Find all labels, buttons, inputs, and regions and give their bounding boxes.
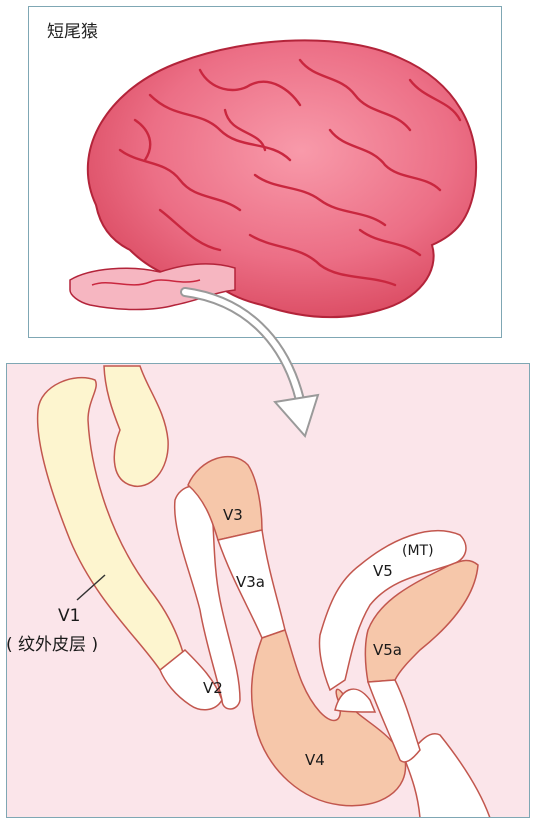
panel-title: 短尾猿 bbox=[47, 22, 98, 42]
v1-pointer bbox=[76, 574, 106, 601]
label-v1: V1 bbox=[58, 606, 80, 626]
v4-white bbox=[334, 688, 377, 713]
v5a-white bbox=[366, 679, 421, 763]
label-v4: V4 bbox=[305, 751, 325, 769]
brain-sulci bbox=[118, 58, 462, 287]
label-v5: V5 bbox=[373, 562, 393, 580]
down-arrow-icon bbox=[180, 287, 320, 438]
label-v2: V2 bbox=[203, 679, 223, 697]
v3-region bbox=[187, 455, 263, 541]
v2-region bbox=[159, 648, 223, 711]
cortex-section bbox=[36, 365, 491, 817]
label-v5-note: (MT) bbox=[402, 543, 434, 559]
label-v3a: V3a bbox=[236, 573, 265, 591]
tail-white bbox=[404, 733, 491, 817]
label-v5a: V5a bbox=[373, 641, 402, 659]
brain-illustration bbox=[69, 39, 477, 319]
v1-fold bbox=[103, 365, 169, 488]
label-v3: V3 bbox=[223, 506, 243, 524]
label-v1-note: ( 纹外皮层 ) bbox=[6, 635, 98, 655]
v1-region bbox=[36, 376, 186, 671]
